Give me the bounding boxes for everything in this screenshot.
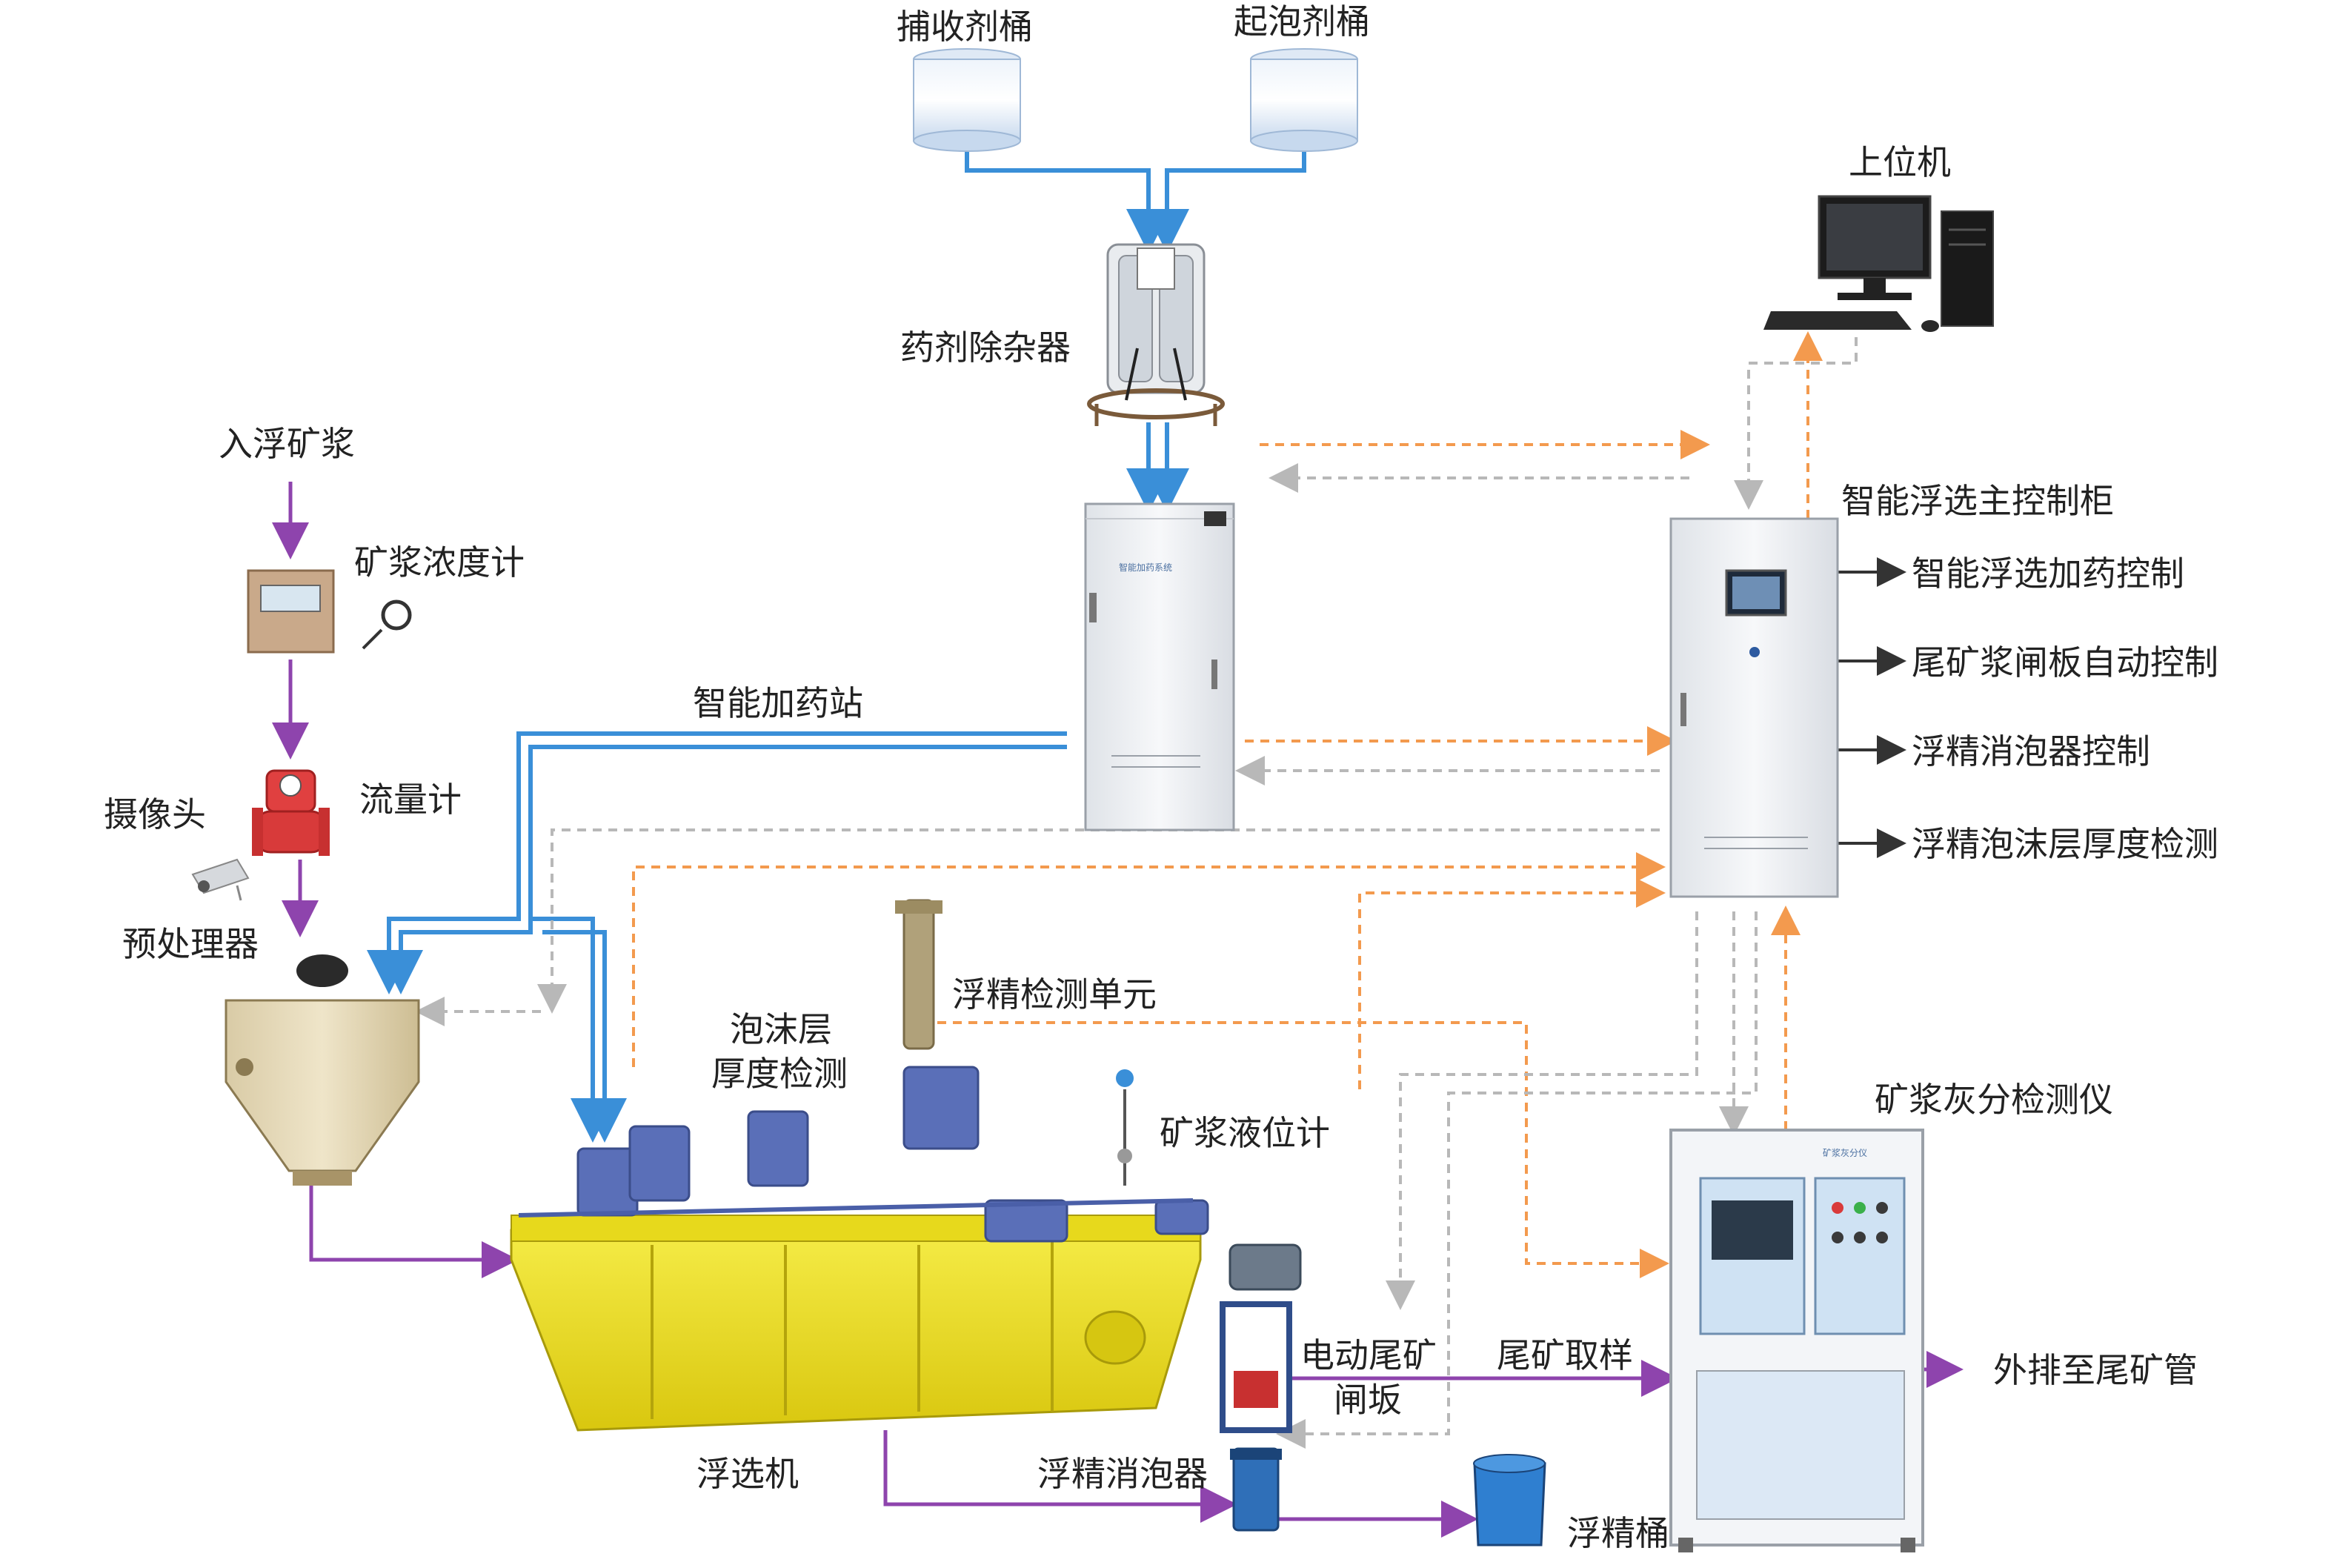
- camera: [191, 858, 250, 901]
- label-discharge: 外排至尾矿管: [1993, 1350, 2198, 1390]
- label-reagent-purifier: 药剂除杂器: [900, 328, 1071, 368]
- feedback-signal-lines: [415, 337, 1858, 1449]
- signal-froth-to-cabinet: [632, 852, 1666, 1067]
- label-ash-analyzer: 矿浆灰分检测仪: [1875, 1080, 2113, 1120]
- label-feed-slurry: 入浮矿浆: [219, 424, 355, 464]
- slurry-machine-to-defoamer: [883, 1430, 1237, 1523]
- upper-computer: [1763, 195, 1994, 332]
- label-electric-gate-line2: 闸坂: [1334, 1380, 1402, 1420]
- label-camera: 摄像头: [104, 794, 206, 834]
- label-defoamer: 浮精消泡器: [1037, 1454, 1208, 1494]
- pretreatment-unit: [225, 954, 420, 1186]
- feedback-cabinet-to-pretreatment: [537, 828, 1660, 1014]
- label-func-dosing-control: 智能浮选加药控制: [1912, 554, 2184, 594]
- label-func-froth-detection: 浮精泡沫层厚度检测: [1912, 824, 2218, 864]
- flotation-machine: [510, 1066, 1209, 1432]
- main-control-cabinet: [1669, 517, 1839, 898]
- label-density-meter: 矿浆浓度计: [354, 542, 525, 582]
- label-froth-thickness-line2: 厚度检测: [711, 1054, 848, 1094]
- label-main-cabinet: 智能浮选主控制柜: [1841, 481, 2114, 521]
- label-concentrate-detection-unit: 浮精检测单元: [952, 974, 1157, 1014]
- label-tailings-sampling: 尾矿取样: [1497, 1335, 1633, 1375]
- defoamer-device: [1230, 1447, 1282, 1532]
- label-electric-gate-line1: 电动尾矿: [1300, 1335, 1437, 1375]
- ash-analyzer-plate: 矿浆灰分仪: [1823, 1147, 1867, 1158]
- reagent-line-collector: [965, 152, 1171, 253]
- ash-analyzer-cabinet: 矿浆灰分仪: [1669, 1129, 1924, 1552]
- reagent-line-frother: [1145, 152, 1306, 253]
- reagent-lines: [367, 152, 1306, 1143]
- label-func-gate-control: 尾矿浆闸板自动控制: [1912, 642, 2218, 682]
- label-frother-tank: 起泡剂桶: [1234, 1, 1370, 41]
- collector-tank: [913, 48, 1021, 152]
- reagent-line-to-pretreatment-b: [379, 745, 1067, 994]
- reagent-purifier: [1087, 243, 1225, 426]
- label-upper-computer: 上位机: [1849, 142, 1951, 182]
- label-dosing-station: 智能加药站: [693, 683, 863, 723]
- label-flotation-machine: 浮选机: [696, 1454, 799, 1494]
- label-func-defoamer-control: 浮精消泡器控制: [1912, 731, 2150, 771]
- frother-tank: [1250, 48, 1358, 152]
- electric-gate: [1220, 1243, 1302, 1433]
- feedback-cabinet-to-defoamer: [1276, 911, 1758, 1449]
- dosing-station-plate: 智能加药系统: [1119, 562, 1172, 573]
- reagent-line-to-cell-a: [531, 917, 615, 1143]
- froth-detection-unit: [895, 899, 942, 1050]
- reagent-line-to-pretreatment-a: [367, 731, 1067, 994]
- dosing-station-cabinet: 智能加药系统: [1084, 502, 1235, 831]
- density-meter: [247, 569, 412, 654]
- signal-level-to-cabinet: [1358, 878, 1666, 1089]
- cabinet-output-arrows: [1838, 557, 1906, 858]
- label-level-meter: 矿浆液位计: [1160, 1113, 1330, 1153]
- concentrate-tank: [1473, 1454, 1546, 1547]
- label-concentrate-tank: 浮精桶: [1567, 1513, 1669, 1553]
- flow-meter: [252, 769, 330, 856]
- labels: 捕收剂桶 起泡剂桶 药剂除杂器 入浮矿浆 矿浆浓度计 摄像头 流量计 预处理器 …: [104, 1, 2218, 1553]
- label-collector-tank: 捕收剂桶: [897, 7, 1033, 47]
- feedback-cabinet-to-gate: [1386, 911, 1698, 1310]
- label-pretreatment: 预处理器: [122, 924, 259, 964]
- control-signal-lines: [632, 331, 1823, 1278]
- label-flow-meter: 流量计: [359, 780, 462, 820]
- level-meter: [1116, 1069, 1134, 1186]
- label-froth-thickness-line1: 泡沫层: [730, 1009, 832, 1049]
- reagent-line-to-cell-b: [542, 930, 627, 1143]
- feedback-computer-to-cabinet: [1734, 337, 1858, 510]
- slurry-lines: [272, 482, 1964, 1538]
- slurry-pretreatment-to-machine: [309, 1186, 519, 1278]
